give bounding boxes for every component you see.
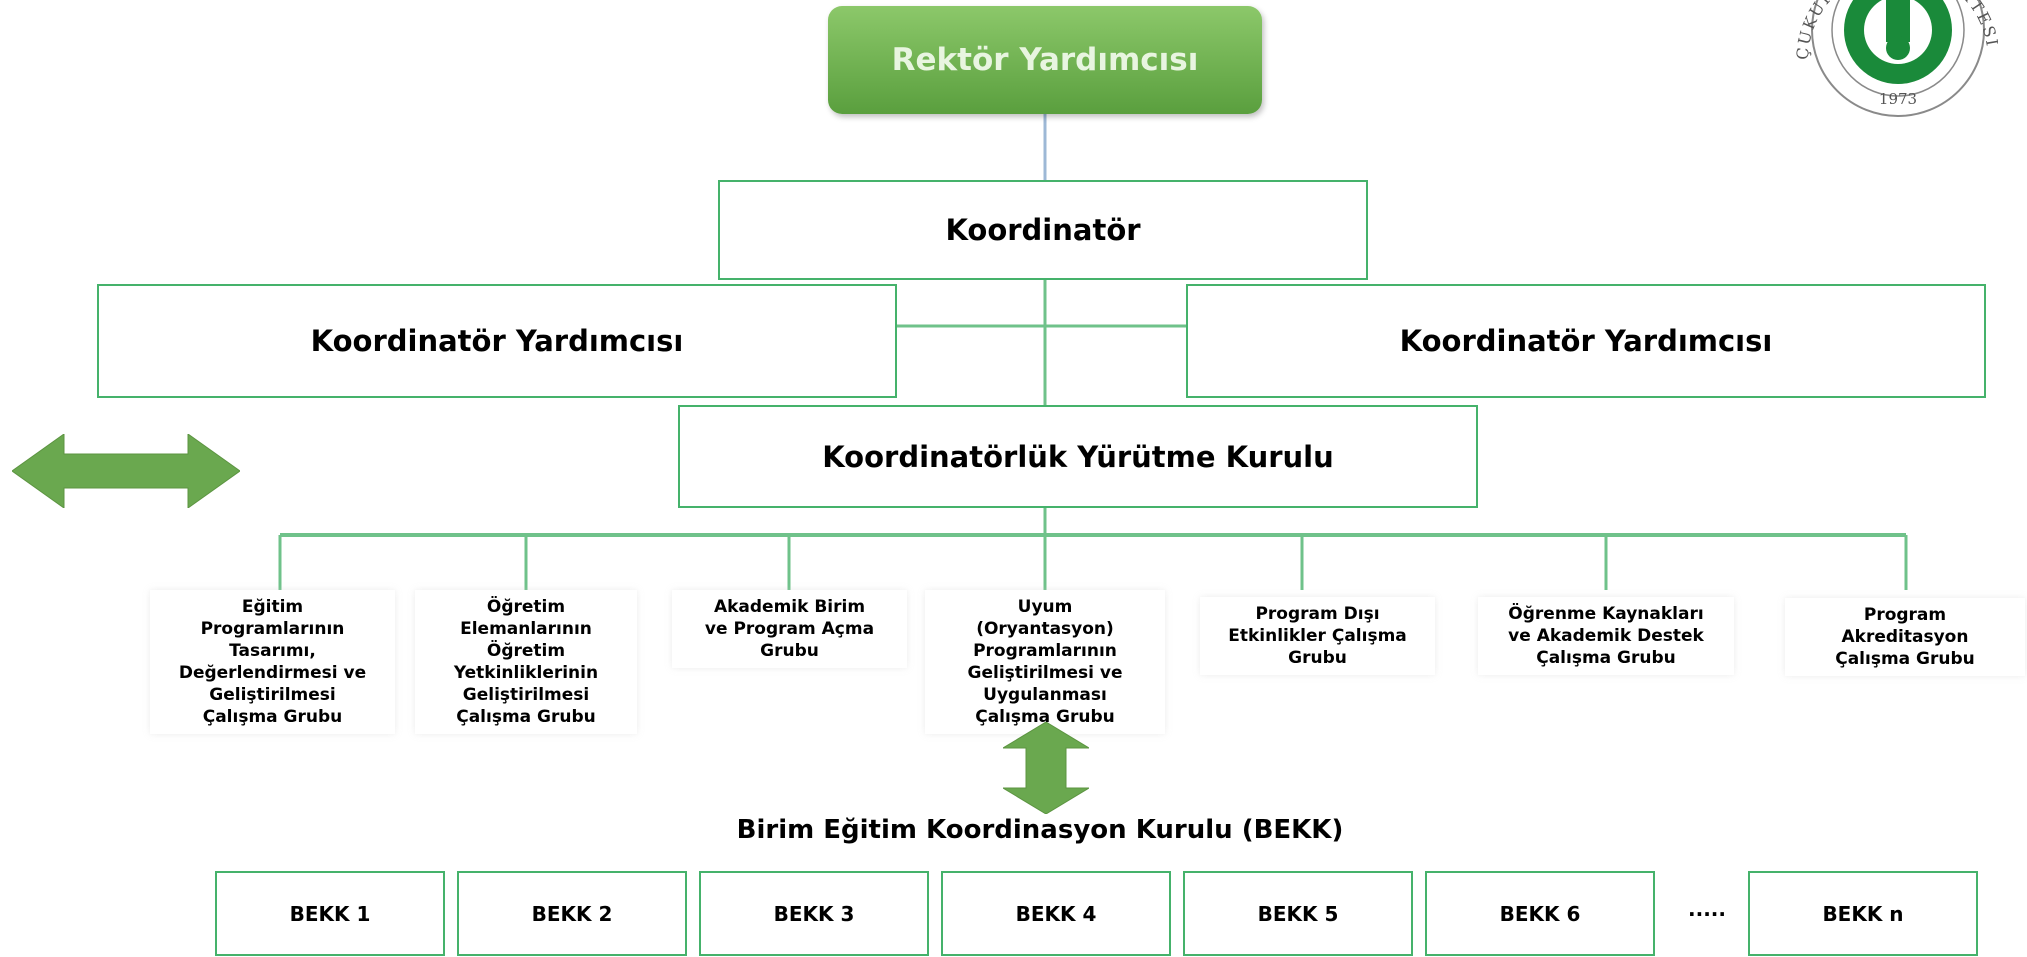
group-line: Uyum xyxy=(1017,597,1073,617)
group-akademik-birim: Akademik Birim ve Program Açma Grubu xyxy=(672,590,907,668)
bekk-label: BEKK 5 xyxy=(1257,901,1339,926)
bekk-unit-5: BEKK 5 xyxy=(1183,871,1413,956)
group-line: Uygulanması xyxy=(983,685,1107,705)
group-line: Geliştirilmesi ve xyxy=(967,663,1123,683)
bekk-label: BEKK 6 xyxy=(1499,901,1581,926)
group-line: Geliştirilmesi xyxy=(462,685,590,705)
group-uyum-programlari: Uyum (Oryantasyon) Programlarının Gelişt… xyxy=(925,590,1165,734)
bekk-unit-1: BEKK 1 xyxy=(215,871,445,956)
group-line: Akademik Birim xyxy=(713,597,866,617)
group-line: Öğretim xyxy=(486,641,566,661)
bekk-unit-4: BEKK 4 xyxy=(941,871,1171,956)
yurutme-kurulu-node: Koordinatörlük Yürütme Kurulu xyxy=(678,405,1478,508)
university-seal-icon: ÇUKUROVA ÜNİVERSİTESİ 1973 xyxy=(1793,0,1998,117)
bekk-label: BEKK 1 xyxy=(289,901,371,926)
double-headed-vertical-arrow-icon xyxy=(1003,722,1089,814)
group-ogrenme-kaynaklari: Öğrenme Kaynakları ve Akademik Destek Ça… xyxy=(1478,597,1734,675)
group-line: Tasarımı, xyxy=(229,641,316,661)
koordinator-yardimcisi-right-label: Koordinatör Yardımcısı xyxy=(1399,324,1773,358)
group-line: Çalışma Grubu xyxy=(456,707,596,727)
group-line: Program Dışı xyxy=(1255,604,1380,624)
group-line: Programlarının xyxy=(200,619,345,639)
group-line: Etkinlikler Çalışma xyxy=(1228,626,1407,646)
bekk-unit-2: BEKK 2 xyxy=(457,871,687,956)
bekk-label: BEKK n xyxy=(1822,901,1904,926)
rektor-yardimcisi-node: Rektör Yardımcısı xyxy=(828,6,1262,114)
koordinator-label: Koordinatör xyxy=(945,213,1141,247)
group-line: Programlarının xyxy=(973,641,1117,661)
group-line: Çalışma Grubu xyxy=(1835,649,1975,669)
group-line: (Oryantasyon) xyxy=(976,619,1114,639)
rektor-yardimcisi-label: Rektör Yardımcısı xyxy=(891,42,1199,78)
group-program-disi: Program Dışı Etkinlikler Çalışma Grubu xyxy=(1200,597,1435,675)
double-headed-horizontal-arrow-icon xyxy=(12,434,240,508)
bekk-title: Birim Eğitim Koordinasyon Kurulu (BEKK) xyxy=(736,815,1344,845)
group-line: Öğrenme Kaynakları xyxy=(1508,604,1704,624)
seal-year: 1973 xyxy=(1879,90,1917,108)
group-program-akreditasyon: Program Akreditasyon Çalışma Grubu xyxy=(1785,598,2025,676)
group-line: Program xyxy=(1863,605,1947,625)
group-line: Grubu xyxy=(1288,648,1347,668)
bekk-label: BEKK 2 xyxy=(531,901,613,926)
group-line: Öğretim xyxy=(486,597,566,617)
bekk-ellipsis: ····· xyxy=(1688,901,1726,926)
group-ogretim-elemanlari: Öğretim Elemanlarının Öğretim Yetkinlikl… xyxy=(415,590,637,734)
group-line: Eğitim xyxy=(241,597,304,617)
koordinator-yardimcisi-left-label: Koordinatör Yardımcısı xyxy=(310,324,684,358)
group-egitim-programlari: Eğitim Programlarının Tasarımı, Değerlen… xyxy=(150,590,395,734)
bekk-unit-6: BEKK 6 xyxy=(1425,871,1655,956)
group-line: Çalışma Grubu xyxy=(1536,648,1676,668)
group-line: Yetkinliklerinin xyxy=(453,663,599,683)
group-line: Çalışma Grubu xyxy=(975,707,1115,727)
group-line: Grubu xyxy=(760,641,819,661)
group-line: Çalışma Grubu xyxy=(202,707,343,727)
koordinator-yardimcisi-right-node: Koordinatör Yardımcısı xyxy=(1186,284,1986,398)
group-line: Geliştirilmesi xyxy=(209,685,336,705)
group-line: Değerlendirmesi ve xyxy=(178,663,367,683)
bekk-unit-n: BEKK n xyxy=(1748,871,1978,956)
bekk-unit-3: BEKK 3 xyxy=(699,871,929,956)
group-line: ve Program Açma xyxy=(704,619,875,639)
group-line: Akreditasyon xyxy=(1841,627,1969,647)
group-line: Elemanlarının xyxy=(460,619,592,639)
koordinator-yardimcisi-left-node: Koordinatör Yardımcısı xyxy=(97,284,897,398)
yurutme-kurulu-label: Koordinatörlük Yürütme Kurulu xyxy=(822,439,1334,474)
group-line: ve Akademik Destek xyxy=(1508,626,1704,646)
koordinator-node: Koordinatör xyxy=(718,180,1368,280)
bekk-label: BEKK 3 xyxy=(773,901,855,926)
bekk-label: BEKK 4 xyxy=(1015,901,1097,926)
